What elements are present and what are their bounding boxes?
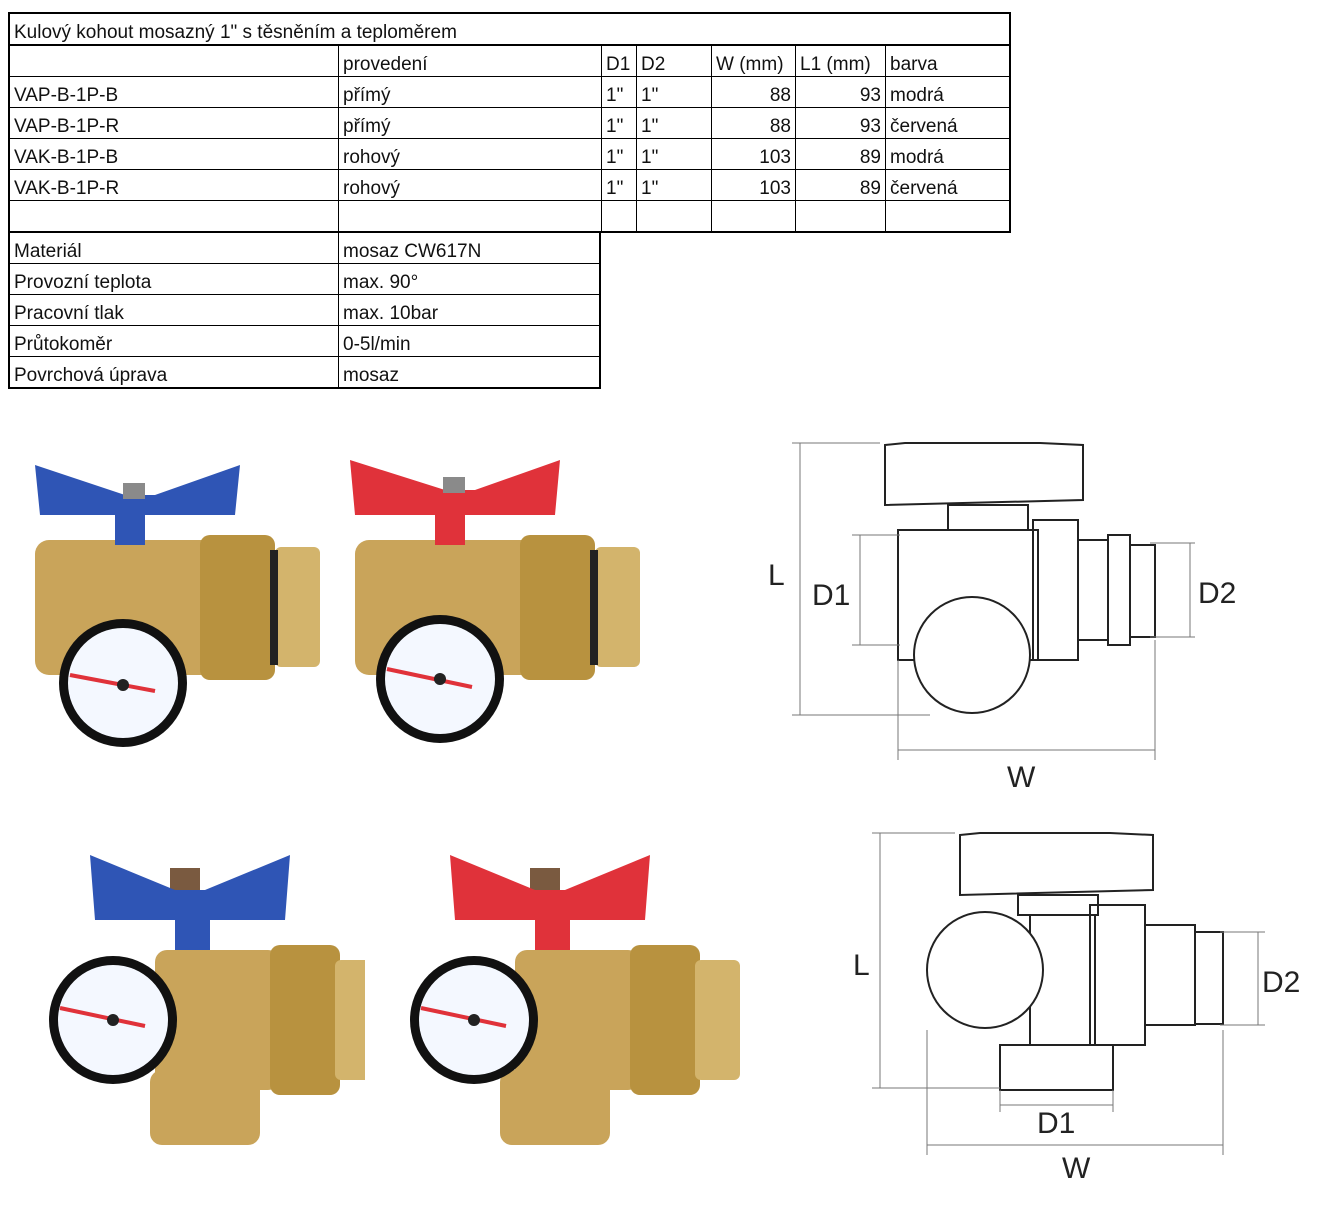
dim-label-L: L <box>853 949 870 982</box>
cell: VAP-B-1P-R <box>8 107 339 139</box>
product-table: Kulový kohout mosazný 1" s těsněním a te… <box>8 12 1011 233</box>
spec-value: 0-5l/min <box>338 325 601 357</box>
spec-value: mosaz CW617N <box>338 231 601 264</box>
cell: 103 <box>711 138 796 170</box>
valve-photo-angle-blue <box>49 855 365 1145</box>
spec-label: Materiál <box>8 231 339 264</box>
cell: 93 <box>795 107 886 139</box>
empty-row <box>8 200 1011 233</box>
cell: 88 <box>711 107 796 139</box>
cell: přímý <box>338 76 602 108</box>
cell: červená <box>885 107 1011 139</box>
spec-label: Průtokoměr <box>8 325 339 357</box>
valve-photo-straight-red <box>350 460 640 743</box>
cell: 103 <box>711 169 796 201</box>
cell: modrá <box>885 76 1011 108</box>
dim-label-W: W <box>1062 1152 1091 1185</box>
cell: VAK-B-1P-R <box>8 169 339 201</box>
table-title: Kulový kohout mosazný 1" s těsněním a te… <box>8 12 1011 46</box>
spec-label: Povrchová úprava <box>8 356 339 389</box>
valve-photo-straight-blue <box>35 465 320 747</box>
cell: přímý <box>338 107 602 139</box>
spec-value: max. 10bar <box>338 294 601 326</box>
cell: 1" <box>601 169 637 201</box>
cell: 1" <box>601 138 637 170</box>
dim-label-D1: D1 <box>1037 1107 1075 1140</box>
cell: 1" <box>601 107 637 139</box>
cell: 89 <box>795 169 886 201</box>
cell: rohový <box>338 169 602 201</box>
spec-value: max. 90° <box>338 263 601 295</box>
valve-photo-angle-red <box>410 855 740 1145</box>
dim-label-W: W <box>1007 761 1036 794</box>
cell: 1" <box>636 138 712 170</box>
cell: VAP-B-1P-B <box>8 76 339 108</box>
dim-label-L: L <box>768 559 785 592</box>
dim-label-D2: D2 <box>1262 966 1300 999</box>
dim-label-D2: D2 <box>1198 577 1236 610</box>
cell: červená <box>885 169 1011 201</box>
dim-label-D1: D1 <box>812 579 850 612</box>
cell: 1" <box>636 76 712 108</box>
col-header: barva <box>885 44 1011 77</box>
spec-value: mosaz <box>338 356 601 389</box>
col-header: L1 (mm) <box>795 44 886 77</box>
cell: 1" <box>636 169 712 201</box>
col-header <box>8 44 339 77</box>
cell: 93 <box>795 76 886 108</box>
